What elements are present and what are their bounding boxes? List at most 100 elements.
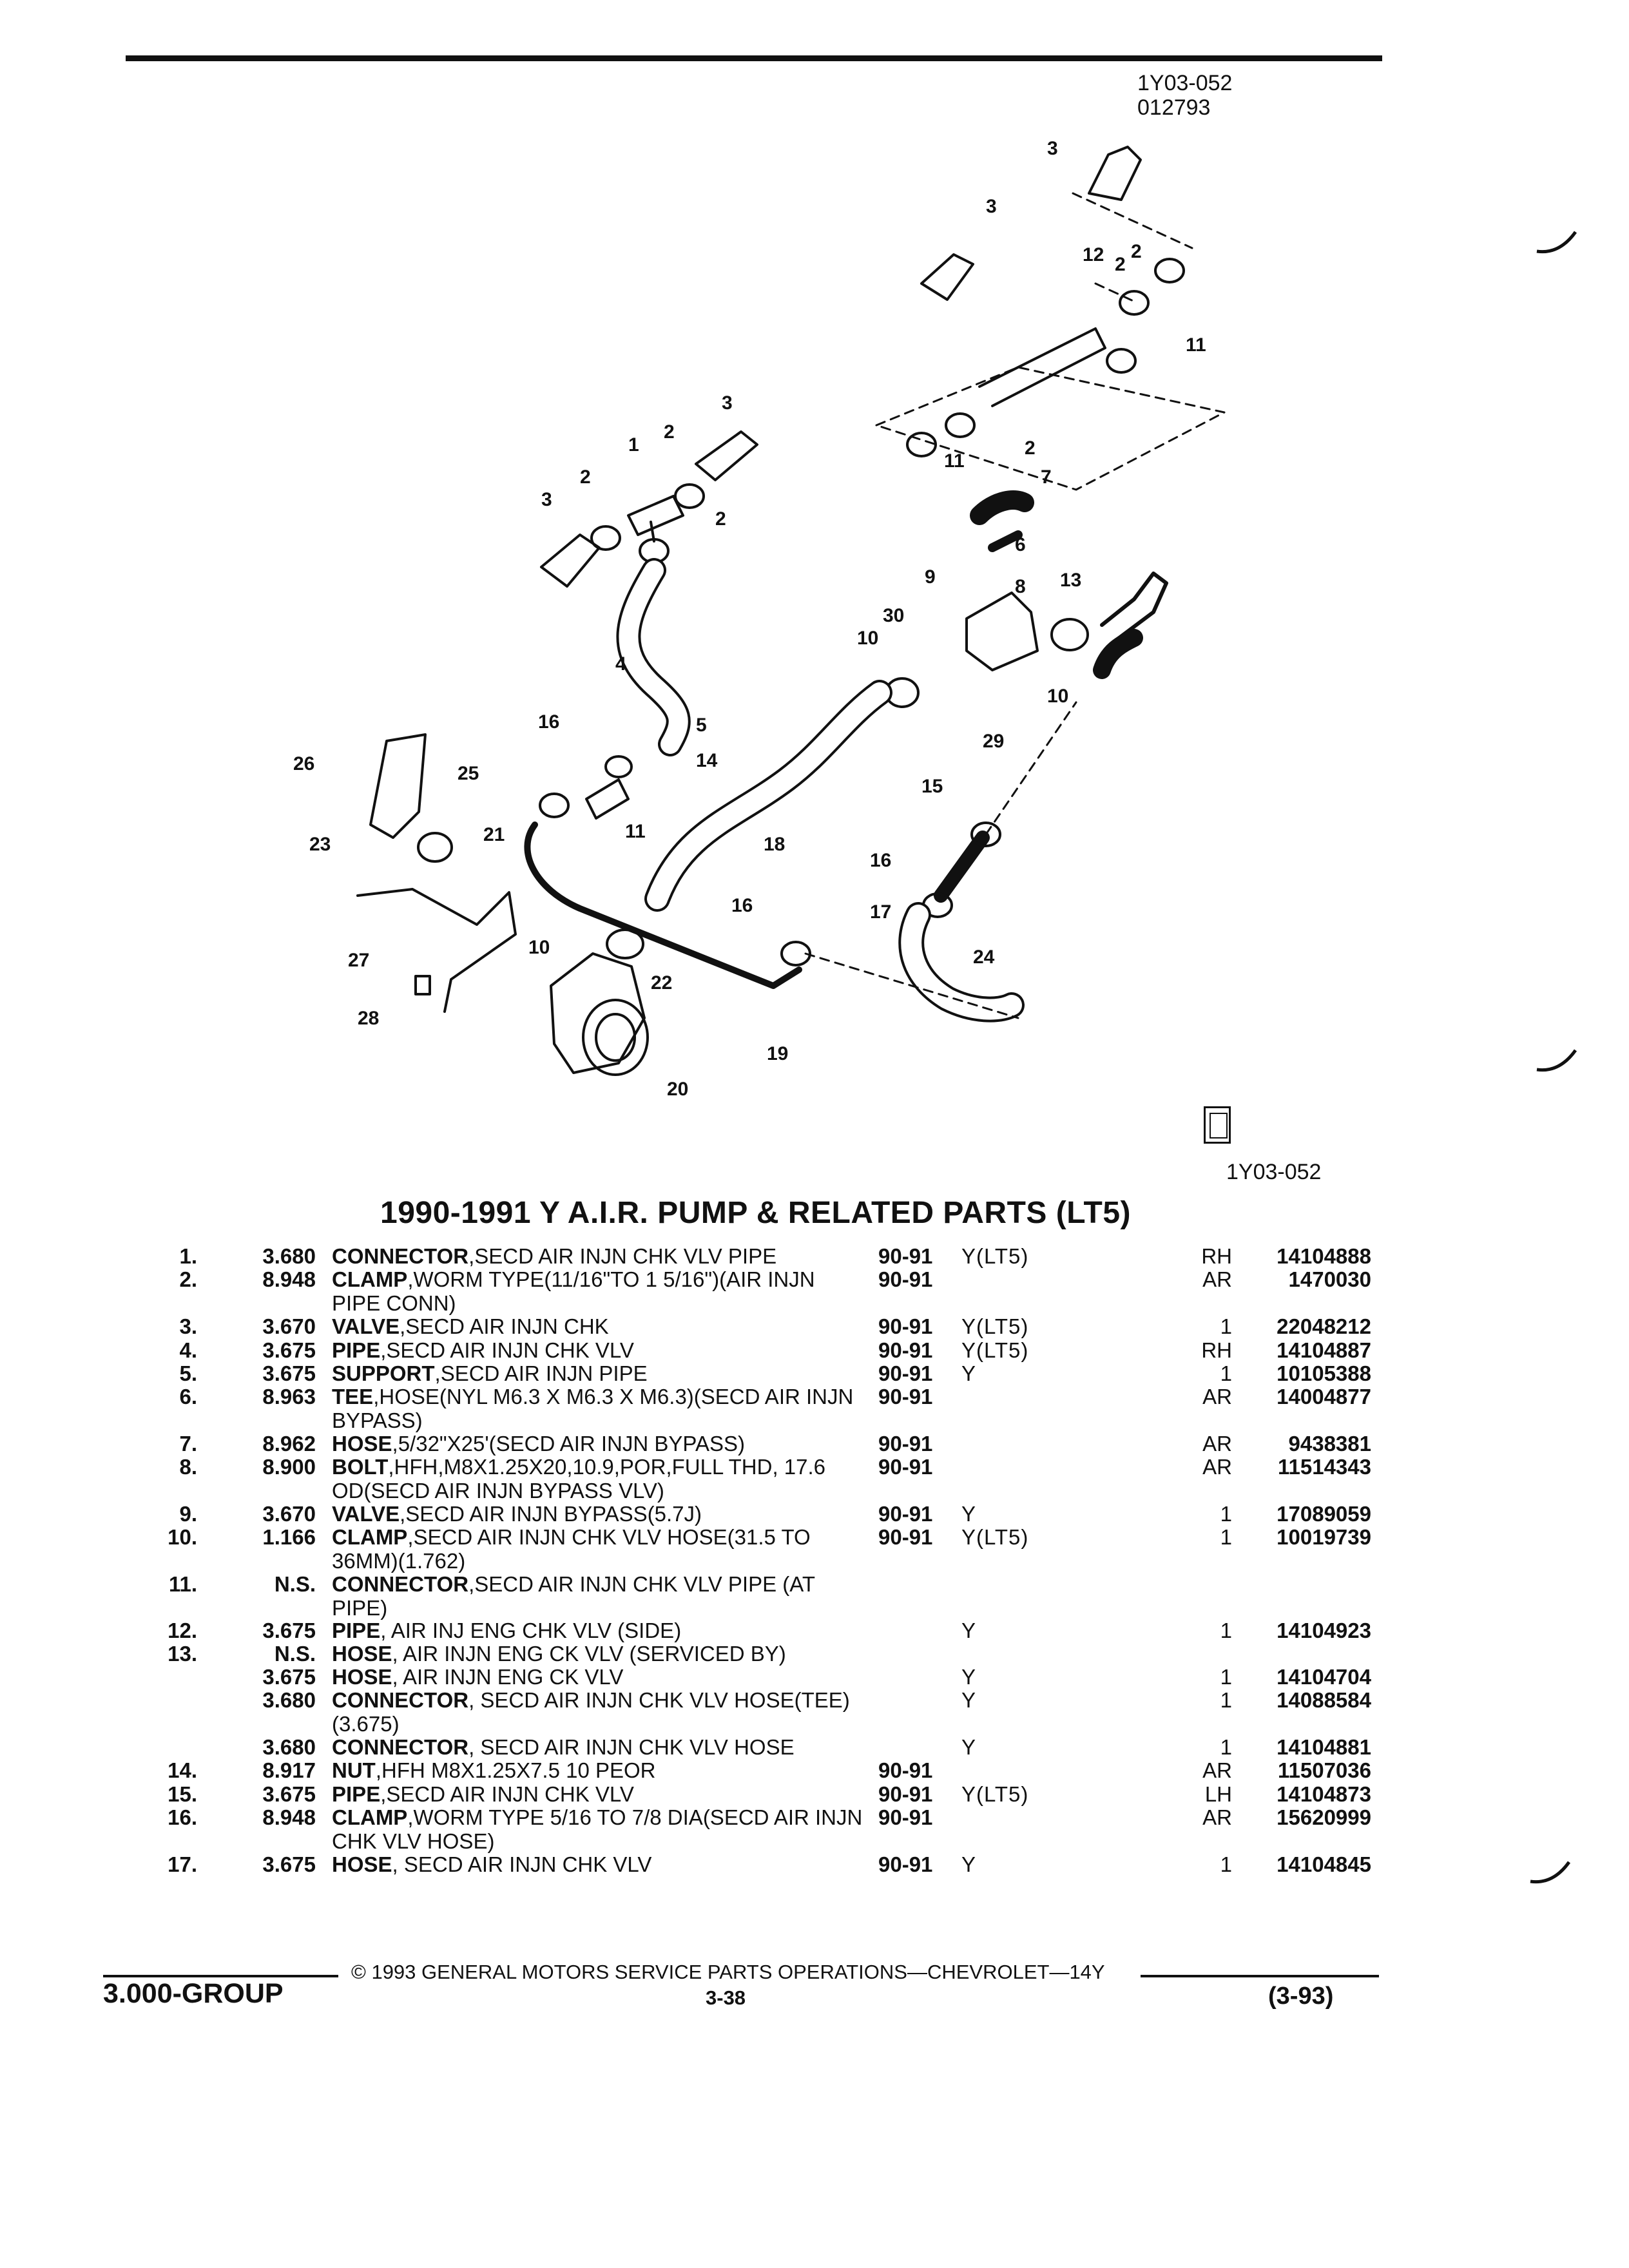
part-name: SUPPORT	[332, 1361, 435, 1385]
part-description: VALVE,SECD AIR INJN CHK	[332, 1314, 867, 1338]
part-detail: ,WORM TYPE 5/16 TO 7/8 DIA(SECD AIR INJN…	[332, 1805, 863, 1853]
footer-page-number: 3-38	[706, 1986, 746, 2009]
series: Y	[961, 1619, 977, 1642]
callout-6: 6	[1015, 534, 1026, 555]
part-number: 14004877	[1277, 1385, 1371, 1408]
series: Y	[961, 1852, 977, 1876]
group-code: N.S.	[274, 1572, 316, 1596]
quantity: LH	[1204, 1782, 1232, 1806]
part-name: CONNECTOR	[332, 1688, 469, 1712]
part-description: TEE,HOSE(NYL M6.3 X M6.3 X M6.3)(SECD AI…	[332, 1385, 867, 1432]
model-years: 90-91	[878, 1267, 933, 1291]
hose-17-fill	[901, 905, 1022, 1020]
quantity: 1	[1220, 1502, 1232, 1526]
callout-11: 11	[625, 821, 646, 842]
series: Y	[961, 1502, 977, 1526]
callout-14: 14	[696, 750, 718, 771]
callout-2: 2	[1131, 241, 1142, 262]
part-description: CONNECTOR, SECD AIR INJN CHK VLV HOSE(TE…	[332, 1688, 867, 1736]
part-name: HOSE	[332, 1432, 392, 1456]
quantity: 1	[1220, 1361, 1232, 1385]
group-code: 3.680	[262, 1688, 316, 1712]
callout-22: 22	[651, 972, 672, 994]
part-detail: ,WORM TYPE(11/16"TO 1 5/16")(AIR INJN PI…	[332, 1267, 815, 1315]
tee-1	[627, 495, 684, 543]
model-years: 90-91	[878, 1432, 933, 1456]
group-code: 8.917	[262, 1758, 316, 1782]
part-description: CONNECTOR,SECD AIR INJN CHK VLV PIPE (AT…	[332, 1572, 867, 1620]
clamp-2a	[1119, 290, 1150, 316]
check-valve-left	[540, 533, 601, 588]
group-code: 3.675	[262, 1361, 316, 1385]
quantity: 1	[1220, 1314, 1232, 1338]
part-description: HOSE, SECD AIR INJN CHK VLV	[332, 1852, 867, 1876]
clamp-16-left	[539, 793, 570, 818]
series: Y(LT5)	[961, 1314, 1029, 1338]
pipe-28	[524, 822, 802, 989]
callout-18: 18	[764, 834, 785, 855]
part-number: 22048212	[1277, 1314, 1371, 1338]
part-name: BOLT	[332, 1455, 389, 1479]
quantity: AR	[1202, 1267, 1232, 1291]
air-pump-pulley	[582, 999, 649, 1076]
group-code: 8.900	[262, 1455, 316, 1479]
part-description: PIPE, AIR INJ ENG CHK VLV (SIDE)	[332, 1619, 867, 1642]
part-detail: ,SECD AIR INJN CHK VLV	[380, 1782, 634, 1806]
callout-2: 2	[580, 466, 591, 488]
hose-13-short	[1093, 629, 1143, 679]
bypass-valve-9	[965, 591, 1039, 671]
leader-dash-2	[804, 701, 1077, 1019]
part-detail: ,SECD AIR INJN CHK VLV PIPE (AT PIPE)	[332, 1572, 815, 1620]
quantity: AR	[1202, 1758, 1232, 1782]
part-detail: , SECD AIR INJN CHK VLV	[392, 1852, 652, 1876]
clamp-2e	[906, 432, 937, 457]
bracket-22	[414, 975, 431, 995]
hose-4-fill	[619, 561, 688, 754]
callout-11: 11	[1186, 334, 1206, 356]
part-name: VALVE	[332, 1502, 400, 1526]
model-years: 90-91	[878, 1361, 933, 1385]
callout-17: 17	[870, 901, 891, 923]
part-name: HOSE	[332, 1852, 392, 1876]
callout-2: 2	[715, 508, 726, 530]
callout-20: 20	[667, 1079, 688, 1100]
series: Y	[961, 1665, 977, 1689]
item-number: 1.	[179, 1244, 197, 1268]
part-name: TEE	[332, 1385, 374, 1408]
group-code: 3.675	[262, 1338, 316, 1362]
callout-30: 30	[883, 605, 904, 626]
group-code: 3.675	[262, 1665, 316, 1689]
part-description: CONNECTOR,SECD AIR INJN CHK VLV PIPE	[332, 1244, 867, 1268]
group-code: 3.680	[262, 1244, 316, 1268]
part-name: PIPE	[332, 1338, 381, 1362]
quantity: AR	[1202, 1455, 1232, 1479]
footer-group: 3.000-GROUP	[103, 1978, 284, 2009]
part-number: 11507036	[1277, 1758, 1371, 1782]
clamp-10-pump	[606, 928, 644, 959]
part-description: PIPE,SECD AIR INJN CHK VLV	[332, 1782, 867, 1806]
item-number: 2.	[179, 1267, 197, 1291]
model-years: 90-91	[878, 1502, 933, 1526]
callout-16: 16	[731, 895, 753, 916]
series: Y	[961, 1688, 977, 1712]
group-code: 8.948	[262, 1267, 316, 1291]
callout-15: 15	[921, 776, 943, 797]
callout-3: 3	[1047, 138, 1058, 159]
callout-2: 2	[664, 421, 675, 443]
group-code: 3.680	[262, 1735, 316, 1759]
check-valve-top-right	[1088, 146, 1142, 201]
part-detail: ,SECD AIR INJN BYPASS(5.7J)	[400, 1502, 702, 1526]
part-number: 1470030	[1288, 1267, 1371, 1291]
callout-7: 7	[1041, 466, 1052, 488]
check-valve-upper	[920, 253, 974, 301]
quantity: 1	[1220, 1665, 1232, 1689]
group-code: N.S.	[274, 1642, 316, 1666]
part-detail: ,HFH,M8X1.25X20,10.9,POR,FULL THD, 17.6 …	[332, 1455, 826, 1503]
part-description: PIPE,SECD AIR INJN CHK VLV	[332, 1338, 867, 1362]
group-code: 3.675	[262, 1852, 316, 1876]
doc-date: 012793	[1137, 95, 1211, 120]
part-description: CLAMP,WORM TYPE(11/16"TO 1 5/16")(AIR IN…	[332, 1267, 867, 1315]
quantity: AR	[1202, 1805, 1232, 1829]
item-number: 16.	[168, 1805, 197, 1829]
part-description: SUPPORT,SECD AIR INJN PIPE	[332, 1361, 867, 1385]
